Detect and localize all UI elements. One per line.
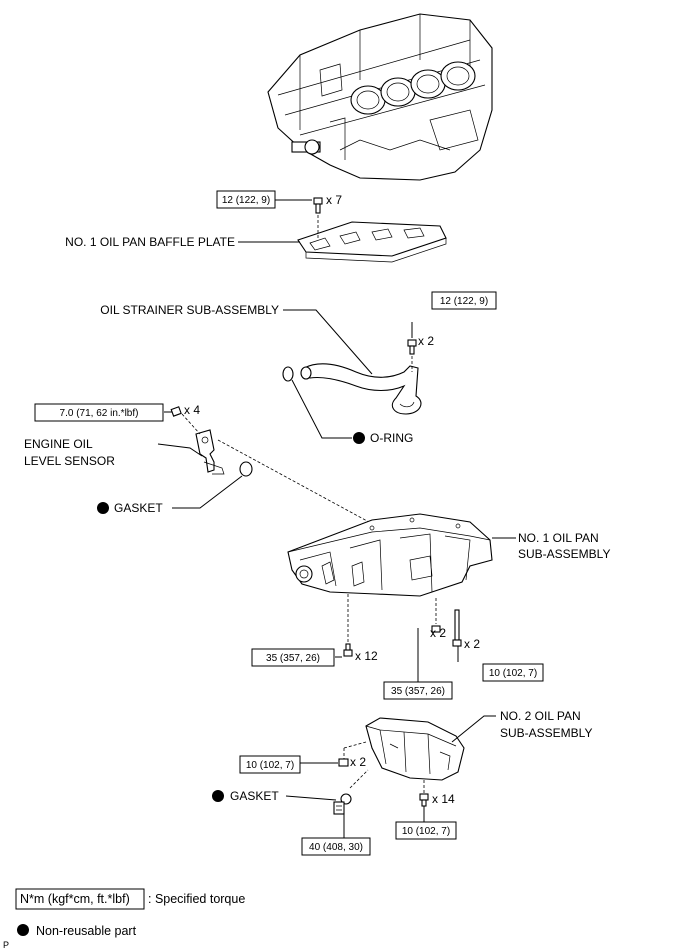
oil-pan-2-label-2: SUB-ASSEMBLY — [500, 726, 592, 740]
svg-text:12 (122, 9): 12 (122, 9) — [440, 296, 488, 307]
torque-box-pan2-bolt: 10 (102, 7) — [395, 821, 457, 840]
svg-text:10 (102, 7): 10 (102, 7) — [489, 668, 537, 679]
gasket-lower-label: GASKET — [230, 789, 279, 803]
legend-torque-desc: : Specified torque — [148, 892, 245, 906]
oil-pan-1-label-2: SUB-ASSEMBLY — [518, 547, 610, 561]
oil-pan-2-label-1: NO. 2 OIL PAN — [500, 709, 581, 723]
pan1-bolt-b — [431, 625, 441, 633]
torque-box-baffle: 12 (122, 9) — [216, 190, 276, 209]
torque-box-sensor: 7.0 (71, 62 in.*lbf) — [34, 403, 164, 422]
legend-torque-unit: N*m (kgf*cm, ft.*lbf) — [20, 892, 130, 906]
baffle-bolt-qty: x 7 — [326, 193, 342, 207]
pan1-bolt-c — [452, 609, 462, 647]
svg-text:40 (408, 30): 40 (408, 30) — [309, 842, 363, 853]
oil-strainer-drawing — [300, 346, 422, 415]
pan1-bolt-b-qty: x 2 — [430, 626, 446, 640]
drain-plug — [333, 801, 345, 815]
strainer-bolt — [407, 339, 417, 355]
o-ring-label: O-RING — [370, 431, 413, 445]
pan2-nut-qty: x 2 — [350, 755, 366, 769]
sensor-bolt — [170, 406, 182, 417]
svg-text:12 (122, 9): 12 (122, 9) — [222, 195, 270, 206]
pan2-bolt — [419, 793, 429, 807]
oil-level-sensor-drawing — [181, 413, 225, 475]
oil-level-sensor-label-1: ENGINE OIL — [24, 437, 93, 451]
legend-non-reusable-text: Non-reusable part — [36, 924, 137, 938]
gasket-lower-non-reusable-mark — [212, 790, 224, 802]
strainer-bolt-qty: x 2 — [418, 334, 434, 348]
o-ring-drawing — [282, 366, 294, 382]
legend-torque-box — [15, 888, 145, 910]
oil-pan-1-drawing — [287, 513, 493, 650]
torque-box-pan1-b: 35 (357, 26) — [383, 681, 453, 700]
oil-level-sensor-label-2: LEVEL SENSOR — [24, 454, 115, 468]
torque-box-pan2-nut: 10 (102, 7) — [239, 755, 301, 774]
svg-text:35 (357, 26): 35 (357, 26) — [266, 653, 320, 664]
svg-text:10 (102, 7): 10 (102, 7) — [402, 826, 450, 837]
pan2-bolt-qty: x 14 — [432, 792, 455, 806]
pan1-bolt-a-qty: x 12 — [355, 649, 378, 663]
torque-box-pan1-c: 10 (102, 7) — [482, 663, 544, 682]
pan1-bolt-a — [343, 643, 353, 657]
oil-pan-1-label-1: NO. 1 OIL PAN — [518, 531, 599, 545]
o-ring-non-reusable-mark — [353, 432, 365, 444]
gasket-upper-non-reusable-mark — [97, 502, 109, 514]
svg-text:10 (102, 7): 10 (102, 7) — [246, 760, 294, 771]
torque-box-strainer: 12 (122, 9) — [431, 291, 497, 310]
torque-box-pan1-a: 35 (357, 26) — [251, 648, 335, 667]
sensor-gasket-drawing — [239, 461, 253, 477]
engine-block-drawing — [267, 13, 493, 181]
sensor-alignment-line — [217, 439, 381, 529]
pan1-bolt-c-qty: x 2 — [464, 637, 480, 651]
baffle-bolt — [313, 197, 323, 214]
legend-non-reusable-mark — [17, 924, 29, 936]
sensor-bolt-qty: x 4 — [184, 403, 200, 417]
svg-text:7.0 (71, 62 in.*lbf): 7.0 (71, 62 in.*lbf) — [60, 408, 139, 419]
svg-text:35 (357, 26): 35 (357, 26) — [391, 686, 445, 697]
legend: N*m (kgf*cm, ft.*lbf) : Specified torque… — [3, 888, 245, 950]
gasket-upper-label: GASKET — [114, 501, 163, 515]
corner-mark: P — [3, 940, 9, 950]
leader-lines — [157, 199, 516, 838]
oil-pan-2-drawing — [343, 717, 465, 794]
oil-strainer-label: OIL STRAINER SUB-ASSEMBLY — [100, 303, 279, 317]
baffle-plate-label: NO. 1 OIL PAN BAFFLE PLATE — [65, 235, 235, 249]
torque-box-drain-plug: 40 (408, 30) — [301, 837, 371, 856]
baffle-plate-drawing — [297, 210, 447, 263]
pan2-nut — [338, 758, 349, 767]
